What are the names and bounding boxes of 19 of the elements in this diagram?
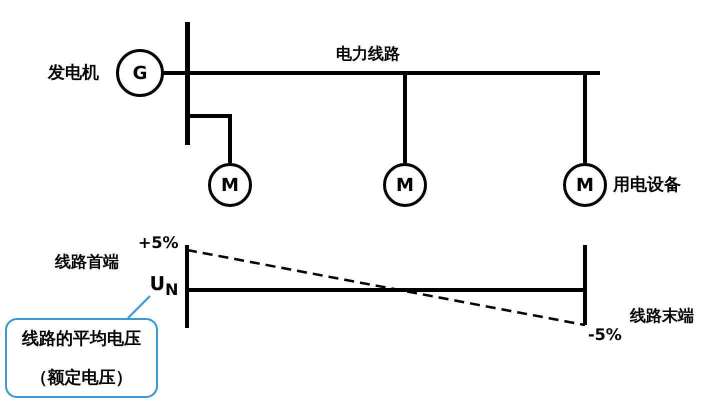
percent-label: -5% [588,327,622,343]
power-line [190,114,232,163]
end-label: 线路首端 [55,254,119,270]
leader-line [127,295,151,319]
callout-text: （额定电压） [30,367,132,389]
machine-circle: M [383,163,427,207]
callout-box [5,318,158,398]
callout-text: 线路的平均电压 [22,328,141,350]
percent-label: +5% [138,235,179,251]
power-line [164,71,185,75]
line-label: 电力线路 [336,46,400,62]
machine-circle: G [116,49,164,97]
busbar [185,22,190,145]
voltage-symbol: U$_{N}$ [146,274,182,298]
load-label: 用电设备 [613,177,681,194]
end-label: 线路末端 [630,308,694,324]
machine-circle: M [208,163,252,207]
machine-circle: M [563,163,607,207]
generator-label: 发电机 [48,65,99,82]
